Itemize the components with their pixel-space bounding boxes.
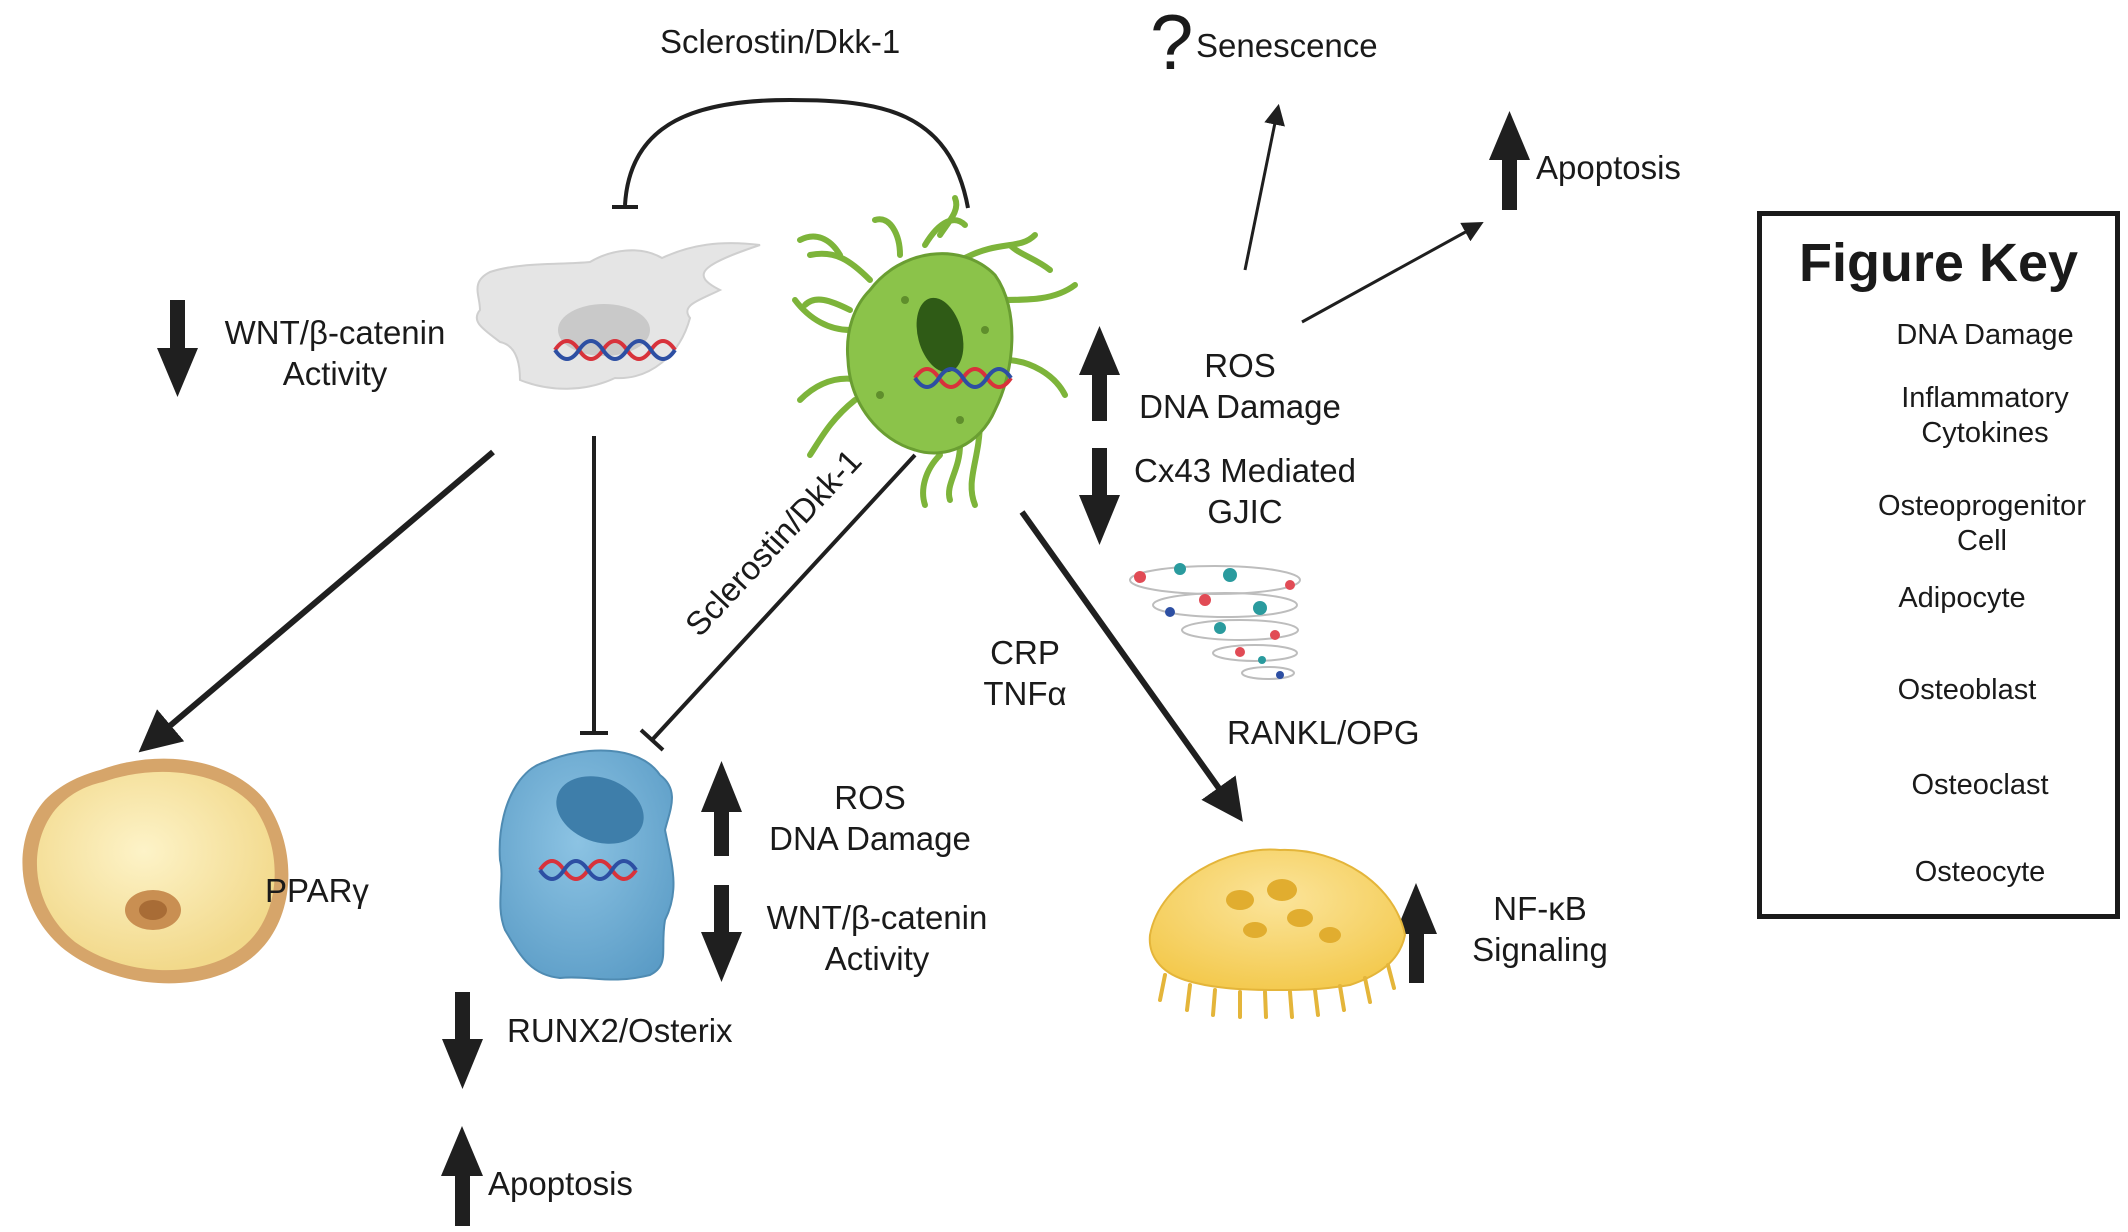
down-arrow-cx43: [1079, 448, 1120, 545]
senescence-label: Senescence: [1196, 27, 1378, 64]
wnt-osteoblast-line2: Activity: [824, 940, 930, 977]
down-arrow-runx2: [442, 992, 483, 1089]
apoptosis-bottom-label: Apoptosis: [488, 1165, 633, 1202]
wnt-top-line1: WNT/β-catenin: [224, 314, 446, 351]
key-label-osteoclast: Osteoclast: [1911, 769, 2049, 801]
osteoprogenitor-cell: [475, 242, 761, 390]
key-label-osteoprogenitor-line2: Cell: [1957, 525, 2007, 557]
up-arrow-ros-osteocyte: [1079, 326, 1120, 421]
adipocyte-cell: [22, 758, 289, 984]
runx2-label: RUNX2/Osterix: [507, 1012, 733, 1049]
key-label-osteocyte: Osteocyte: [1914, 856, 2046, 888]
crp-line2: TNFα: [983, 675, 1067, 712]
fold-arrows: [157, 111, 1530, 1226]
up-arrow-nfkb: [1395, 883, 1437, 983]
ros-osteocyte-line1: ROS: [1204, 347, 1276, 384]
top-inhibition-arc: [623, 97, 970, 209]
cytokine-tornado-icon: [1129, 563, 1301, 680]
key-label-osteoblast: Osteoblast: [1897, 674, 2037, 706]
key-label-osteoprogenitor-line1: Osteoprogenitor: [1878, 490, 2086, 522]
osteoclast-cell: [1148, 848, 1407, 1019]
wnt-osteoblast-line1: WNT/β-catenin: [766, 899, 988, 936]
key-label-adipocyte: Adipocyte: [1898, 582, 2026, 614]
rankl-label: RANKL/OPG: [1227, 714, 1420, 751]
arrow-to-apoptosis: [1301, 221, 1484, 324]
dna-icon: [553, 339, 677, 361]
wnt-top-label: WNT/β-catenin Activity: [215, 312, 455, 394]
ros-osteocyte-line2: DNA Damage: [1139, 388, 1341, 425]
dna-icon: [913, 367, 1013, 389]
nfkb-line1: NF-κB: [1493, 890, 1587, 927]
key-label-inflammatory-line2: Cytokines: [1921, 417, 2049, 449]
crp-line1: CRP: [990, 634, 1060, 671]
dna-icon: [538, 859, 638, 881]
ros-osteocyte-label: ROS DNA Damage: [1130, 345, 1350, 427]
figure-key: Figure Key DNA Damage Inflammatory Cytok…: [1757, 211, 2120, 919]
top-inhibitor-label: Sclerostin/Dkk-1: [660, 23, 901, 60]
wnt-top-line2: Activity: [282, 355, 388, 392]
arrow-to-osteoclast: [1019, 510, 1243, 822]
ros-osteoblast-line2: DNA Damage: [769, 820, 971, 857]
ppar-label: PPARγ: [265, 872, 369, 909]
down-arrow-wnt-osteoblast: [701, 885, 742, 982]
cx43-label: Cx43 Mediated GJIC: [1120, 450, 1370, 532]
arrow-to-adipocyte: [138, 449, 495, 753]
figure-key-title: Figure Key: [1798, 233, 2079, 293]
up-arrow-apoptosis-top: [1489, 111, 1530, 210]
inhibit-osteoblast-diagonal: [650, 453, 917, 742]
inhibit-osteoblast-diagonal-bar: [639, 728, 665, 752]
up-arrow-apoptosis-bottom: [441, 1126, 483, 1226]
nfkb-label: NF-κB Signaling: [1455, 888, 1625, 970]
wnt-osteoblast-label: WNT/β-catenin Activity: [757, 897, 997, 979]
nfkb-line2: Signaling: [1472, 931, 1608, 968]
down-arrow-wnt-top: [157, 300, 198, 397]
arrow-to-senescence: [1243, 103, 1285, 271]
key-label-dna-damage: DNA Damage: [1896, 319, 2074, 351]
osteocyte-cell: [792, 195, 1078, 508]
crp-label: CRP TNFα: [965, 632, 1085, 714]
apoptosis-top-label: Apoptosis: [1536, 149, 1681, 186]
key-label-inflammatory-line1: Inflammatory: [1901, 382, 2069, 414]
ros-osteoblast-label: ROS DNA Damage: [760, 777, 980, 859]
senescence-question-mark: ?: [1150, 0, 1194, 86]
up-arrow-ros-osteoblast: [701, 761, 742, 856]
osteoblast-cell: [498, 749, 675, 981]
ros-osteoblast-line1: ROS: [834, 779, 906, 816]
cx43-line1: Cx43 Mediated: [1134, 452, 1356, 489]
cx43-line2: GJIC: [1207, 493, 1283, 530]
